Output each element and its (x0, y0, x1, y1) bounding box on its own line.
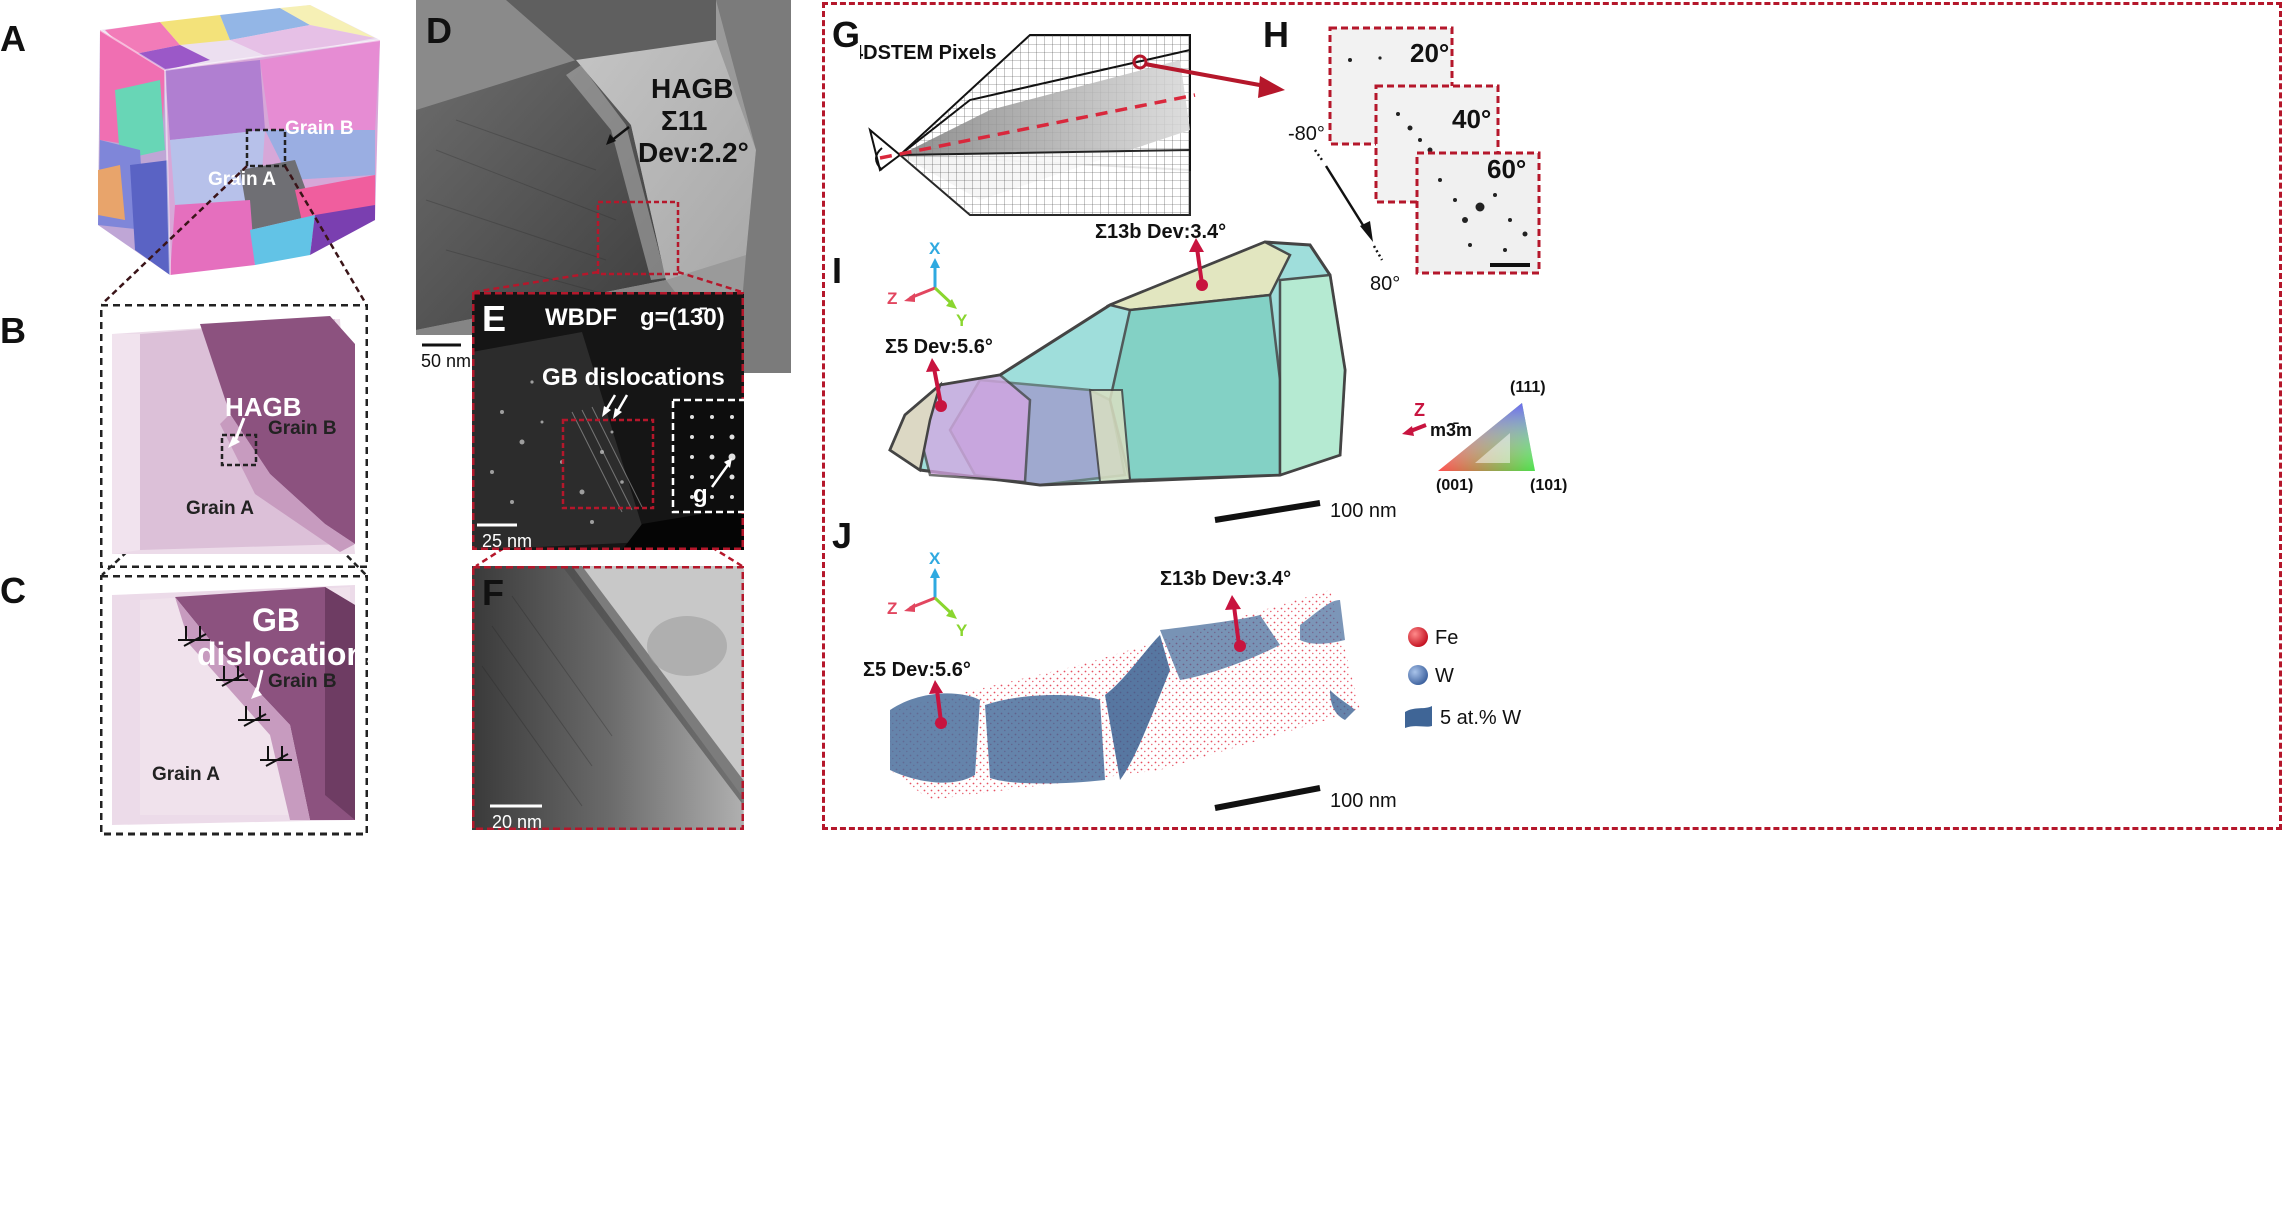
c-grain-b-label: Grain B (268, 671, 337, 692)
ipf-symmetry-label: m3̄m (1430, 420, 1472, 440)
panel-label-b: B (0, 310, 26, 351)
panel-label-e: E (482, 298, 507, 339)
c-gb-label: GB (252, 602, 300, 638)
e-scale-label: 25 nm (482, 531, 532, 550)
e-g-label: g (693, 481, 708, 508)
gb-dislocation-schematic: GB dislocations Grain B Grain A (100, 575, 368, 836)
i-sigma5-label: Σ5 Dev:5.6° (885, 336, 993, 358)
h-angle-60: 60° (1487, 154, 1526, 184)
diffraction-pattern-60: 60° (1415, 151, 1541, 275)
dislocation-symbols (178, 626, 292, 767)
panel-label-j: J (832, 515, 853, 556)
i-axis-triad: X Z Y (887, 239, 968, 330)
ipf-101: (101) (1530, 477, 1567, 493)
i-sigma13b-label: Σ13b Dev:3.4° (1095, 221, 1226, 243)
panel-label-i: I (832, 250, 843, 291)
panel-label-h: H (1263, 14, 1289, 55)
d-hagb-label: HAGB (651, 73, 733, 104)
legend-iso: 5 at.% W (1440, 707, 1521, 729)
b-grain-a-label: Grain A (186, 498, 254, 519)
j-axis-x: X (929, 549, 941, 568)
ipf-color-key: (111) (001) (101) Z m3̄m (1402, 379, 1567, 493)
panel-label-a: A (0, 18, 26, 59)
iso-legend-marker (1405, 706, 1432, 728)
j-axis-y: Y (956, 621, 968, 640)
c-grain-a-label: Grain A (152, 764, 220, 785)
diffraction-tilt-series: 20° 40° 60° -80° 80° (1288, 26, 1541, 290)
e-wbdf-label: WBDF (545, 304, 617, 331)
j-scale-label: 100 nm (1330, 790, 1397, 812)
panel-label-c: C (0, 570, 26, 611)
h-angle-20: 20° (1410, 38, 1449, 68)
wbdf-image-e: g WBDF g=(13̄0) GB dislocations 25 nm (472, 292, 744, 550)
ipf-z-label: Z (1414, 400, 1425, 420)
diffraction-inset: g (671, 398, 744, 514)
cube-grain-b-label: Grain B (285, 118, 354, 139)
h-angle-40: 40° (1452, 104, 1491, 134)
hagb-schematic: HAGB Grain B Grain A (100, 304, 368, 568)
b-hagb-label: HAGB (225, 392, 302, 422)
c-dislocations-label: dislocations (197, 636, 368, 672)
h-tilt-end: 80° (1370, 273, 1400, 290)
panel-label-f: F (482, 572, 504, 613)
h-tilt-start: -80° (1288, 123, 1325, 145)
e-gb-dislocations-label: GB dislocations (542, 364, 725, 391)
ipf-001: (001) (1436, 477, 1473, 493)
j-axis-z: Z (887, 599, 897, 618)
d-scale-label: 50 nm (421, 351, 471, 371)
j-sigma5-label: Σ5 Dev:5.6° (863, 659, 971, 681)
j-axis-triad: X Z Y (887, 549, 968, 640)
b-grain-b-label: Grain B (268, 418, 337, 439)
cube-grain-a-label: Grain A (208, 169, 276, 190)
grain-cube-illustration: Grain B Grain A (98, 5, 381, 276)
grain-reconstruction-i: X Z Y Σ13b Dev:3.4° Σ5 Dev:5.6° (885, 221, 1347, 523)
4dstem-frame (822, 2, 2282, 830)
hrtem-image-f: 20 nm (472, 566, 744, 830)
legend-fe: Fe (1435, 627, 1458, 649)
i-axis-y: Y (956, 311, 968, 330)
d-sigma-label: Σ11 (661, 105, 707, 136)
d-dev-label: Dev:2.2° (638, 137, 749, 168)
i-axis-z: Z (887, 289, 897, 308)
i-axis-x: X (929, 239, 941, 258)
panel-label-g: G (832, 14, 861, 55)
atom-probe-reconstruction-j: X Z Y Σ13b Dev:3.4° Σ5 Dev:5.6° (863, 549, 1360, 811)
legend-w: W (1435, 665, 1454, 687)
fe-legend-marker (1408, 627, 1428, 647)
ipf-111: (111) (1510, 379, 1546, 396)
f-scale-label: 20 nm (492, 812, 542, 830)
i-scale-label: 100 nm (1330, 500, 1397, 522)
j-legend: Fe W 5 at.% W (1405, 627, 1521, 729)
j-sigma13b-label: Σ13b Dev:3.4° (1160, 568, 1291, 590)
4dstem-tilt-schematic: 4DSTEM Pixels (860, 34, 1285, 216)
g-4dstem-pixels-label: 4DSTEM Pixels (860, 42, 997, 64)
panel-label-d: D (426, 10, 452, 51)
e-gvector-label: g=(13̄0) (640, 304, 725, 331)
w-legend-marker (1408, 665, 1428, 685)
